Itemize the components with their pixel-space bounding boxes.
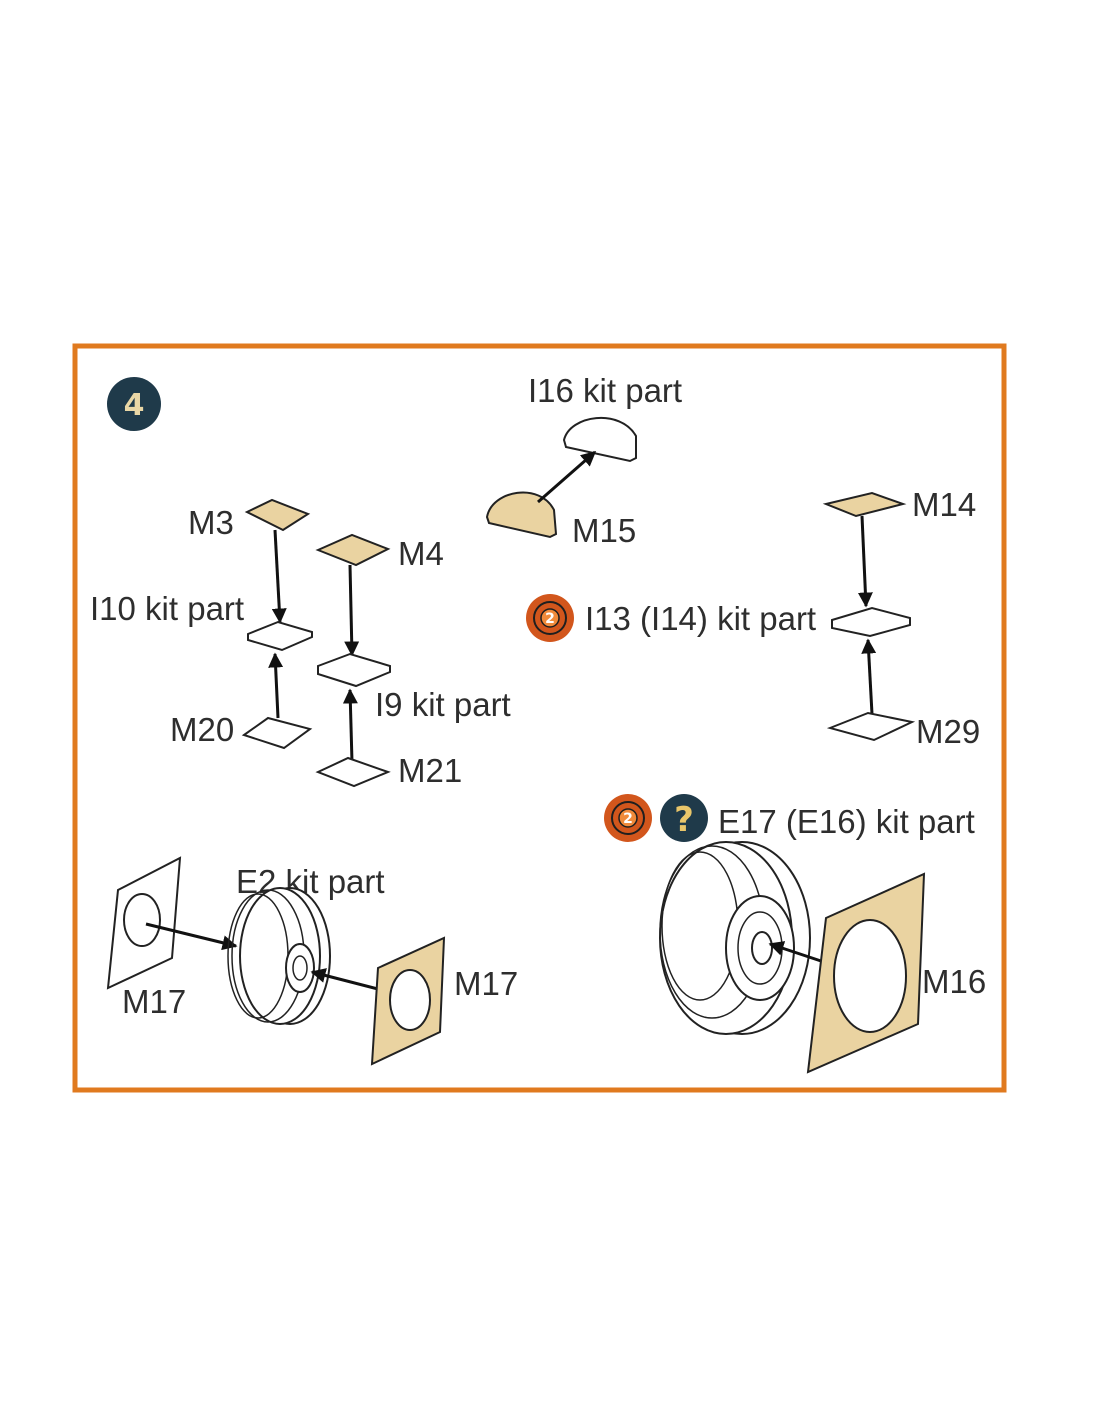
- wheel-e17: [659, 841, 811, 1035]
- arrow-m29-to-i13: [861, 638, 877, 715]
- question-mark-icon: ?: [660, 794, 708, 842]
- rotate-icon-wheel-number: 2: [623, 811, 633, 827]
- part-m16-hole: [833, 919, 907, 1033]
- arrow-m21-to-i9: [342, 688, 358, 763]
- step-number: 4: [124, 388, 145, 423]
- arrow-m3-to-i10: [271, 529, 287, 624]
- part-m29: [826, 711, 916, 742]
- part-i9: [317, 652, 391, 688]
- label-m20: M20: [170, 711, 234, 748]
- part-m15: [485, 491, 558, 539]
- arrow-m14-to-i13: [857, 515, 873, 608]
- arrow-m20-to-i10: [268, 652, 284, 719]
- part-m4: [315, 533, 391, 567]
- rotate-icon: 2: [526, 594, 574, 642]
- part-m17-left-hole: [123, 893, 161, 947]
- part-m20: [241, 716, 313, 750]
- part-m21: [315, 756, 391, 788]
- label-m17-right: M17: [454, 965, 518, 1002]
- label-i16-kit-part: I16 kit part: [528, 372, 682, 409]
- label-i10-kit-part: I10 kit part: [90, 590, 244, 627]
- rotate-icon-number: 2: [545, 611, 555, 627]
- label-m14: M14: [912, 486, 976, 523]
- part-i13: [831, 606, 911, 638]
- label-e17-kit-part: E17 (E16) kit part: [718, 803, 975, 840]
- arrow-m15-to-i16: [537, 450, 597, 504]
- label-m16: M16: [922, 963, 986, 1000]
- label-i13-kit-part: I13 (I14) kit part: [585, 600, 816, 637]
- rotate-icon-wheel: 2: [604, 794, 652, 842]
- label-m4: M4: [398, 535, 444, 572]
- label-m3: M3: [188, 504, 234, 541]
- part-i16: [562, 416, 637, 463]
- label-m17-left: M17: [122, 983, 186, 1020]
- arrow-m17-to-e2: [145, 922, 238, 951]
- part-m14: [822, 491, 907, 518]
- part-i10: [247, 620, 313, 652]
- part-m17-right-hole: [389, 969, 431, 1031]
- question-mark: ?: [674, 800, 694, 840]
- label-m29: M29: [916, 713, 980, 750]
- label-m15: M15: [572, 512, 636, 549]
- part-m3: [244, 498, 311, 532]
- wheel-e2: [227, 887, 331, 1025]
- label-i9-kit-part: I9 kit part: [375, 686, 511, 723]
- step-number-badge: 4: [107, 377, 161, 431]
- arrow-m4-to-i9: [344, 564, 360, 657]
- label-m21: M21: [398, 752, 462, 789]
